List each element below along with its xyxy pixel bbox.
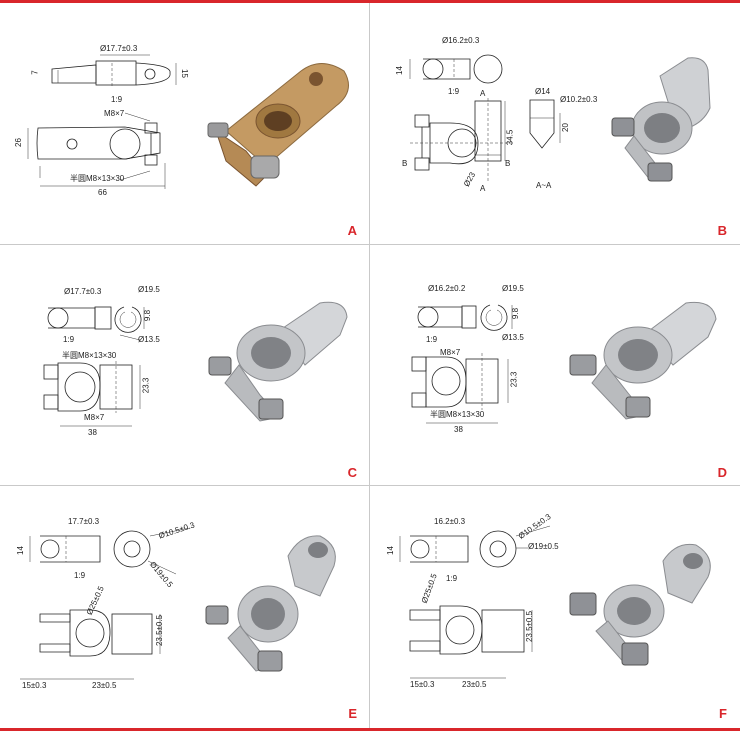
dim-label: M8×7 <box>440 348 461 357</box>
part-photo-d <box>568 293 728 423</box>
part-photo-c <box>205 295 355 425</box>
dim-label: 半圆M8×13×30 <box>62 351 117 360</box>
taper-label: 1:9 <box>111 95 123 104</box>
row-divider <box>0 244 740 245</box>
dim-label: 14 <box>394 66 404 75</box>
dim-label: 34.5 <box>505 129 515 146</box>
dim-label: 半圆M8×13×30 <box>430 410 485 419</box>
dim-label: 15 <box>179 69 189 78</box>
drawing-c <box>43 306 145 427</box>
row-divider <box>0 485 740 486</box>
part-photo-a <box>206 51 356 191</box>
panel-letter: A <box>347 223 357 238</box>
taper-label: 1:9 <box>426 335 438 344</box>
dim-label: 23±0.5 <box>462 680 487 689</box>
dim-label: 14 <box>15 546 25 555</box>
panel-letter: B <box>717 223 727 238</box>
panel-letter: C <box>347 465 357 480</box>
dim-label: M8×7 <box>104 109 125 118</box>
panel-a: Ø17.7±0.3 7 15 1:9 M8×7 26 半圆M8×13×30 66… <box>0 3 369 244</box>
dim-label: 23.3 <box>141 377 151 394</box>
top-accent-bar <box>0 0 740 3</box>
panel-f: 16.2±0.3 14 Ø10.5±0.3 Ø19±0.5 1:9 Ø25±0.… <box>370 486 739 727</box>
dim-label: 26 <box>13 138 23 147</box>
dim-label: 23.3 <box>509 371 519 388</box>
dim-label: Ø19±0.5 <box>528 542 559 551</box>
dim-label: Ø16.2±0.2 <box>428 284 466 293</box>
dim-label: 9.8 <box>511 307 521 320</box>
section-title: A~A <box>536 181 552 190</box>
drawing-e <box>20 527 191 680</box>
dim-label: 16.2±0.3 <box>434 517 466 526</box>
dim-label: Ø17.7±0.3 <box>100 44 138 53</box>
dim-label: 23.5±0.5 <box>525 610 535 643</box>
drawing-d <box>411 304 513 424</box>
drawing-a <box>27 54 177 189</box>
taper-label: 1:9 <box>448 87 460 96</box>
panel-letter: F <box>719 706 727 721</box>
section-mark: A <box>480 89 486 98</box>
dim-label: 17.7±0.3 <box>68 517 100 526</box>
section-mark: B <box>402 159 408 168</box>
panel-d: Ø16.2±0.2 Ø19.5 9.8 Ø13.5 1:9 M8×7 23.3 … <box>370 245 739 486</box>
section-mark: A <box>480 184 486 193</box>
panel-letter: E <box>348 706 357 721</box>
drawing-b <box>409 54 561 183</box>
dim-label: M8×7 <box>84 413 105 422</box>
part-photo-e <box>200 526 355 676</box>
drawing-f <box>399 525 551 679</box>
column-divider <box>369 3 370 728</box>
dim-label: Ø13.5 <box>138 335 160 344</box>
taper-label: 1:9 <box>446 574 458 583</box>
dim-label: 9.8 <box>143 309 153 322</box>
dim-label: 20 <box>560 123 570 132</box>
panel-c: Ø17.7±0.3 Ø19.5 9.8 Ø13.5 1:9 半圆M8×13×30… <box>0 245 369 486</box>
dim-label: 66 <box>98 188 107 197</box>
dim-label: 15±0.3 <box>22 681 47 690</box>
dim-label: Ø14 <box>535 87 551 96</box>
taper-label: 1:9 <box>74 571 86 580</box>
dim-label: 23±0.5 <box>92 681 117 690</box>
panel-e: 17.7±0.3 14 Ø10.5±0.3 Ø19±0.5 1:9 Ø25±0.… <box>0 486 369 727</box>
panel-letter: D <box>717 465 727 480</box>
dim-label: Ø19.5 <box>502 284 524 293</box>
dim-label: Ø16.2±0.3 <box>442 36 480 45</box>
bottom-accent-bar <box>0 728 740 731</box>
dim-label: 14 <box>385 546 395 555</box>
panel-b: Ø16.2±0.3 14 1:9 A A Ø14 Ø10.2±0.3 20 34… <box>370 3 739 244</box>
dim-label: 7 <box>30 70 40 75</box>
section-mark: B <box>505 159 511 168</box>
dim-label: Ø19.5 <box>138 285 160 294</box>
taper-label: 1:9 <box>63 335 75 344</box>
dim-label: 23.5±0.5 <box>155 614 165 647</box>
dim-label: Ø13.5 <box>502 333 524 342</box>
dim-label: 半圆M8×13×30 <box>70 174 125 183</box>
part-photo-f <box>568 531 728 676</box>
dim-label: 15±0.3 <box>410 680 435 689</box>
dim-label: 38 <box>88 428 97 437</box>
dim-label: 38 <box>454 425 463 434</box>
dim-label: Ø17.7±0.3 <box>64 287 102 296</box>
part-photo-b <box>610 48 735 188</box>
dim-label: Ø10.2±0.3 <box>560 95 598 104</box>
